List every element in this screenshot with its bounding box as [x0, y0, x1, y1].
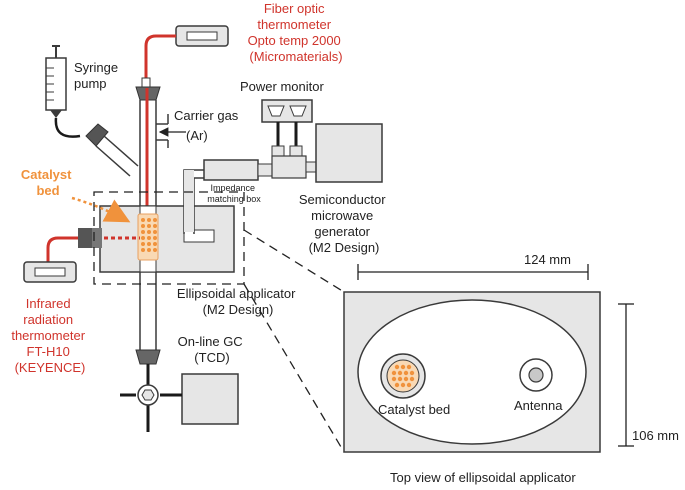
impedance-box-label: Impedance matching box — [207, 183, 261, 204]
online-gc-label: On-line GC (TCD) — [178, 334, 247, 365]
reactor-tube — [135, 86, 161, 432]
online-gc-device — [120, 373, 239, 425]
syringe-pump-icon — [45, 45, 81, 138]
infrared-thermometer-device — [23, 228, 140, 283]
antenna-block — [183, 229, 215, 243]
width-dimension — [357, 264, 589, 280]
microwave-generator-label: Semiconductor microwave generator (M2 De… — [299, 192, 389, 255]
injection-side-arm — [85, 123, 139, 177]
ir-thermometer-label: Infrared radiation thermometer FT-H10 (K… — [11, 296, 88, 375]
power-monitor-label: Power monitor — [240, 79, 324, 94]
width-dimension-label: 124 mm — [524, 252, 571, 267]
coupler — [271, 155, 307, 179]
waveguide — [183, 169, 204, 234]
height-dimension — [618, 303, 634, 447]
fiber-optic-cable — [144, 34, 176, 82]
fiber-optic-thermometer-device — [175, 25, 229, 47]
catalyst-bed-side — [137, 213, 159, 261]
projection-line-bottom — [243, 283, 345, 453]
top-view-catalyst-label: Catalyst bed — [378, 402, 450, 417]
carrier-gas-inlet — [156, 114, 186, 148]
carrier-gas-label: Carrier gas (Ar) — [174, 108, 242, 143]
fiber-optic-label: Fiber optic thermometer Opto temp 2000 (… — [248, 1, 345, 64]
top-view-ellipse — [357, 299, 587, 445]
impedance-matching-box — [203, 159, 259, 181]
height-dimension-label: 106 mm — [632, 428, 679, 443]
syringe-pump-label: Syringe pump — [74, 60, 122, 91]
microwave-generator-box — [315, 123, 383, 183]
power-monitor-device — [261, 99, 313, 157]
top-view-antenna — [519, 358, 553, 392]
top-view-caption: Top view of ellipsoidal applicator — [390, 470, 576, 485]
top-view-catalyst-bed — [380, 353, 426, 399]
catalyst-bed-label: Catalyst bed — [21, 167, 75, 198]
top-view-antenna-label: Antenna — [514, 398, 563, 413]
projection-line-top — [243, 229, 345, 293]
zoom-outline — [93, 191, 245, 285]
applicator-label: Ellipsoidal applicator (M2 Design) — [177, 286, 299, 317]
